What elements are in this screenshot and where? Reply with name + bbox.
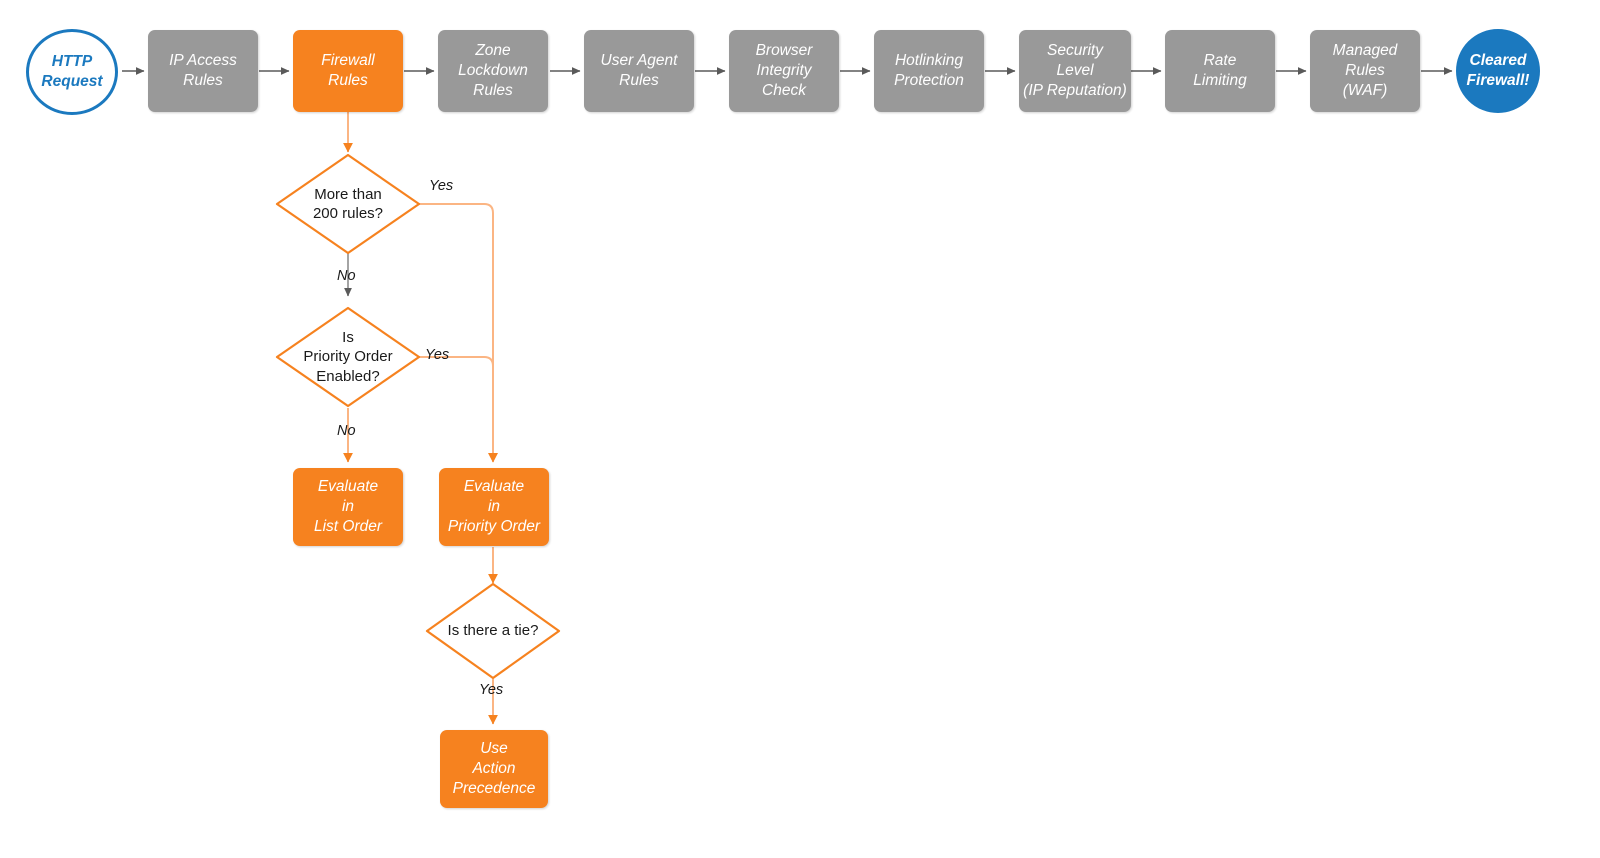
decision-is-there-a-tie [425,582,561,680]
decision-priority-order-enabled [275,306,421,408]
node-use-action-precedence[interactable]: Use Action Precedence [440,730,548,808]
node-label: Evaluate in Priority Order [447,478,541,535]
edge-label-yes-more-than-200: Yes [429,178,453,194]
node-label: Zone Lockdown Rules [458,42,528,99]
connector-decision200-yes [419,203,498,463]
edge-label-no-priority-order: No [337,423,356,439]
node-http-request[interactable]: HTTP Request [26,29,118,115]
node-ip-access-rules[interactable]: IP Access Rules [148,30,258,112]
edge-text: No [337,268,356,284]
edge-label-no-more-than-200: No [337,268,356,284]
edge-text: Yes [479,682,504,698]
node-browser-integrity-check[interactable]: Browser Integrity Check [729,30,839,112]
edge-label-yes-is-there-a-tie: Yes [479,682,503,698]
connector-decisionpriority-yes [419,356,498,463]
decision-label-is-there-a-tie: Is there a tie? [428,618,558,644]
node-security-level[interactable]: Security Level (IP Reputation) [1019,30,1131,112]
node-user-agent-rules[interactable]: User Agent Rules [584,30,694,112]
decision-text: Is Priority Order Enabled? [303,328,393,385]
node-zone-lockdown-rules[interactable]: Zone Lockdown Rules [438,30,548,112]
node-label: Rate Limiting [1193,52,1247,89]
node-label: Hotlinking Protection [894,52,964,89]
node-managed-rules-waf[interactable]: Managed Rules (WAF) [1310,30,1420,112]
edge-text: No [337,423,356,439]
node-label: Use Action Precedence [452,740,536,797]
node-firewall-rules[interactable]: Firewall Rules [293,30,403,112]
node-label: Cleared Firewall! [1466,52,1530,89]
node-label: HTTP Request [41,53,103,90]
node-label: Browser Integrity Check [755,42,813,99]
node-hotlinking-protection[interactable]: Hotlinking Protection [874,30,984,112]
node-evaluate-in-priority-order[interactable]: Evaluate in Priority Order [439,468,549,546]
edge-text: Yes [429,178,454,194]
node-label: Security Level (IP Reputation) [1023,42,1127,99]
node-label: Managed Rules (WAF) [1332,42,1398,99]
decision-label-priority-order-enabled: Is Priority Order Enabled? [280,326,416,388]
decision-text: Is there a tie? [447,622,539,640]
node-label: Evaluate in List Order [313,478,383,535]
edge-label-yes-priority-order: Yes [425,347,449,363]
decision-text: More than 200 rules? [312,185,384,223]
node-evaluate-in-list-order[interactable]: Evaluate in List Order [293,468,403,546]
edge-text: Yes [425,347,450,363]
node-label: IP Access Rules [169,52,237,89]
decision-label-more-than-200-rules: More than 200 rules? [283,176,413,232]
node-rate-limiting[interactable]: Rate Limiting [1165,30,1275,112]
node-label: User Agent Rules [600,52,678,89]
decision-more-than-200-rules [275,153,421,255]
node-cleared-firewall[interactable]: Cleared Firewall! [1456,29,1540,113]
node-label: Firewall Rules [321,52,375,89]
